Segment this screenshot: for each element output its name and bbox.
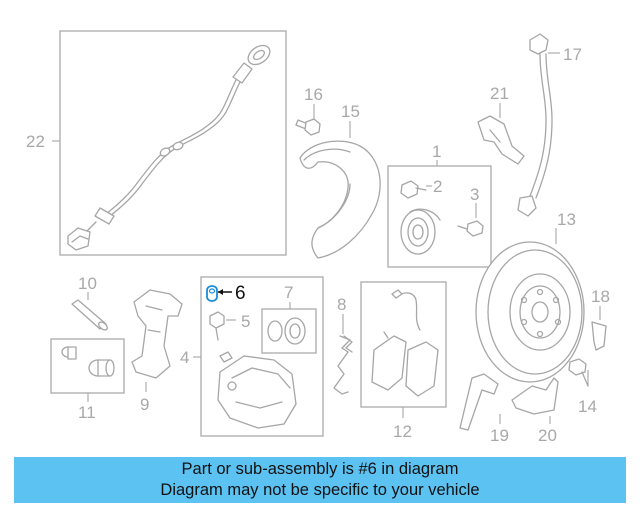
part-9-caliper-bracket[interactable] — [131, 289, 183, 392]
part-6-highlighted[interactable] — [206, 285, 232, 302]
callout-20: 20 — [538, 426, 557, 445]
callout-2: 2 — [433, 177, 442, 196]
part-11-guide-boot-kit[interactable] — [50, 338, 125, 402]
callout-11: 11 — [78, 403, 96, 422]
callout-9: 9 — [140, 395, 149, 414]
part-8-spring-clip[interactable] — [333, 314, 353, 395]
part-10-guide-pin[interactable] — [71, 292, 109, 332]
part-14-bolt[interactable] — [568, 358, 589, 387]
banner-line-2: Diagram may not be specific to your vehi… — [160, 481, 480, 499]
callout-6-highlighted: 6 — [235, 283, 246, 304]
part-5-bleeder-screw[interactable] — [209, 311, 236, 341]
callout-13: 13 — [557, 210, 576, 229]
part-16-bolt[interactable] — [295, 104, 321, 136]
callout-3: 3 — [470, 185, 479, 204]
part-20-bracket[interactable] — [511, 377, 559, 424]
callout-21: 21 — [490, 84, 509, 103]
callout-15: 15 — [341, 102, 360, 121]
callout-10: 10 — [78, 274, 97, 293]
part-22-speed-sensor[interactable] — [52, 30, 287, 256]
callout-19: 19 — [490, 426, 509, 445]
callout-16: 16 — [304, 85, 323, 104]
part-3-bolt[interactable] — [457, 203, 484, 237]
part-2-bolt[interactable] — [400, 180, 432, 199]
part-18-clip[interactable] — [591, 306, 607, 351]
part-15-splash-shield[interactable] — [299, 121, 381, 259]
callout-18: 18 — [591, 287, 610, 306]
part-1-hub-assembly[interactable] — [387, 160, 492, 268]
callout-5: 5 — [241, 312, 250, 331]
callout-12: 12 — [393, 422, 412, 441]
callout-8: 8 — [337, 295, 346, 314]
callout-7: 7 — [284, 283, 293, 302]
banner-line-1: Part or sub-assembly is #6 in diagram — [181, 460, 459, 478]
part-7-seal-kit[interactable] — [261, 302, 317, 354]
part-17-brake-hose[interactable] — [517, 33, 560, 217]
part-4-caliper-assembly[interactable] — [193, 276, 324, 437]
callout-4: 4 — [180, 348, 189, 367]
callout-22: 22 — [26, 132, 45, 151]
part-12-brake-pad-set[interactable] — [360, 281, 447, 418]
callout-1: 1 — [432, 142, 441, 161]
info-banner: Part or sub-assembly is #6 in diagram Di… — [14, 457, 626, 503]
part-21-hose-bracket[interactable] — [477, 103, 525, 165]
callout-14: 14 — [578, 397, 597, 416]
part-13-brake-rotor[interactable] — [475, 228, 585, 383]
callout-labels: 1 2 3 4 5 6 7 8 9 10 11 12 13 14 15 16 1… — [26, 45, 610, 445]
callout-17: 17 — [563, 45, 582, 64]
part-19-bracket[interactable] — [459, 373, 501, 431]
